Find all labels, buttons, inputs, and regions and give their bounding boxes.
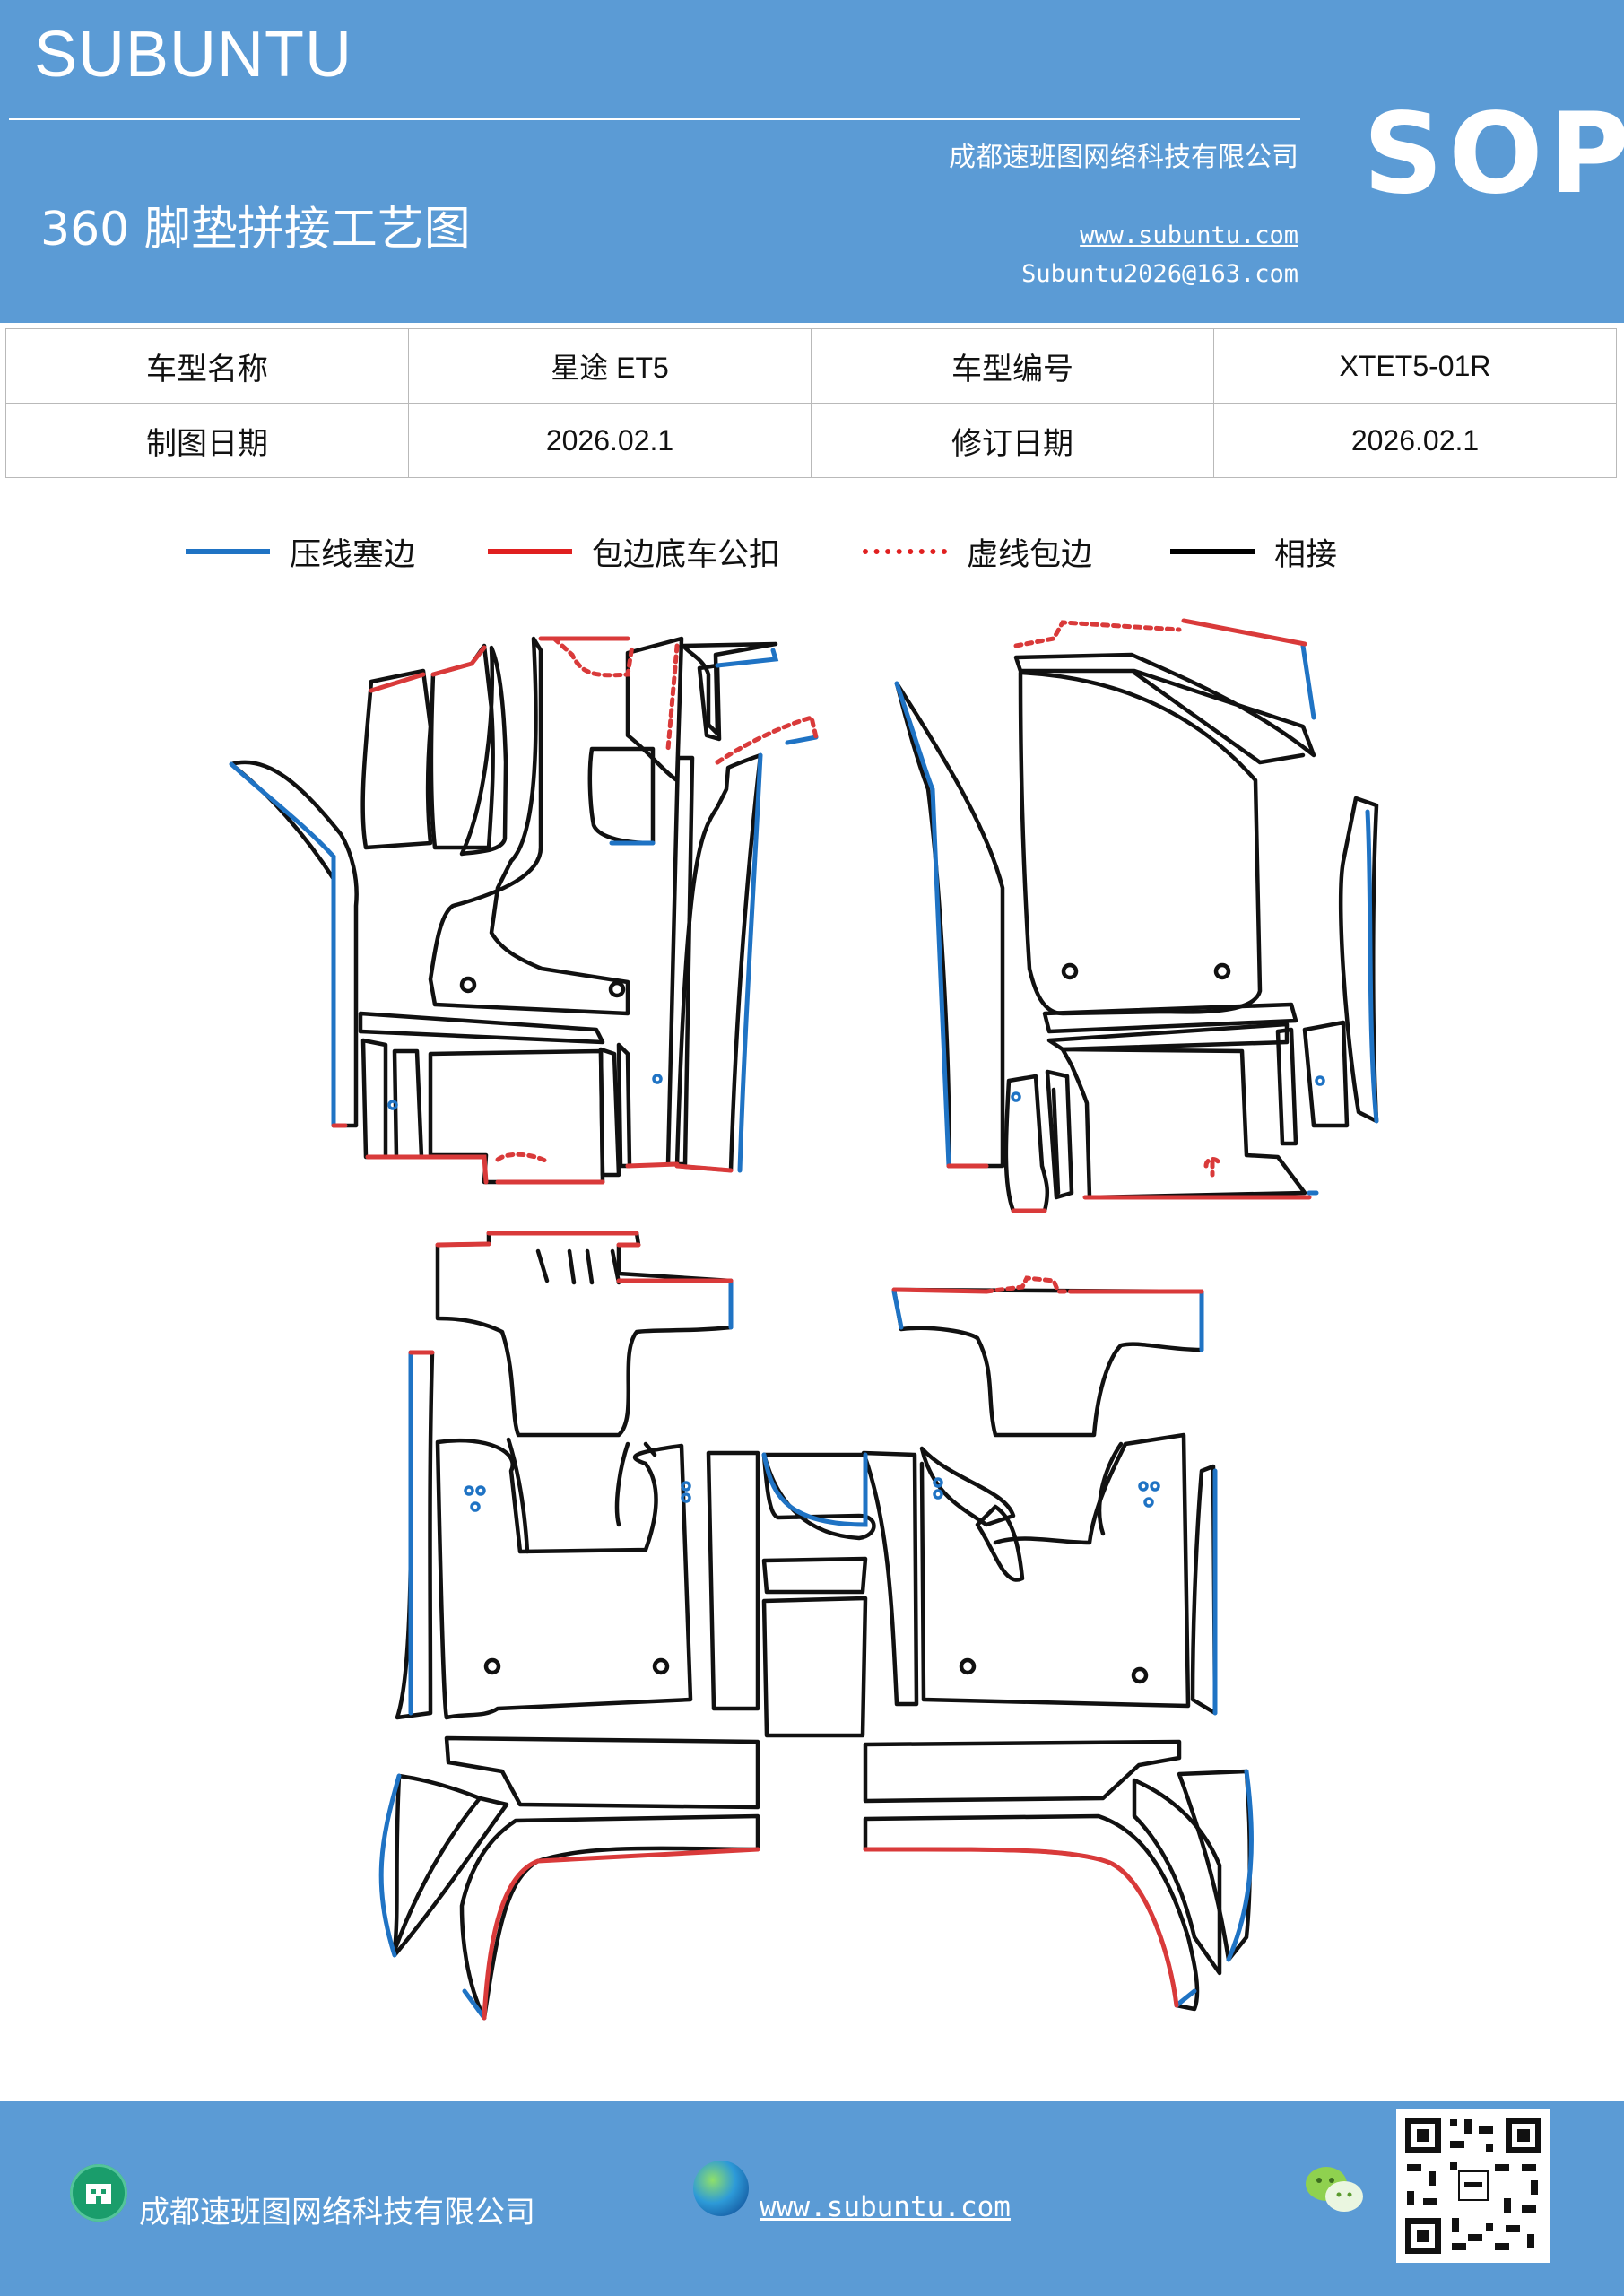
document-title: 360 脚垫拼接工艺图: [40, 203, 471, 257]
legend-item: 压线塞边: [186, 525, 415, 578]
red-edges: [331, 618, 1312, 2021]
front-left-mat: [229, 636, 778, 1185]
table-cell: 车型编号: [811, 328, 1214, 404]
sop-badge: SOP: [1363, 90, 1624, 219]
footer-company-name: 成都速班图网络科技有限公司: [139, 2195, 535, 2231]
legend-swatch-black: [1170, 549, 1255, 554]
rear-left-mat: [392, 1231, 760, 2021]
legend-label: 相接: [1274, 536, 1338, 573]
brand-name: SUBUNTU: [34, 19, 353, 91]
table-cell: 制图日期: [5, 403, 409, 478]
vehicle-info-table: 车型名称 星途 ET5 车型编号 XTET5-01R 制图日期 2026.02.…: [5, 328, 1617, 478]
legend-item: 包边底车公扣: [488, 525, 780, 578]
floor-mat-drawing: [229, 618, 1379, 2021]
building-icon-glyph: [86, 2184, 111, 2204]
building-icon: [70, 2164, 127, 2222]
email-address: Subuntu2026@163.com: [1021, 260, 1298, 288]
legend-label: 虚线包边: [967, 536, 1093, 573]
table-row: 车型名称 星途 ET5 车型编号 XTET5-01R: [5, 328, 1617, 404]
red-dotted-edges: [495, 620, 1222, 1294]
company-name: 成都速班图网络科技有限公司: [949, 142, 1298, 173]
legend-swatch-red-dotted: [863, 549, 947, 554]
legend-item: 虚线包边: [863, 525, 1092, 578]
header-divider: [9, 118, 1300, 120]
wechat-icon[interactable]: [1303, 2162, 1366, 2218]
legend-label: 包边底车公扣: [592, 536, 781, 573]
table-cell: 2026.02.1: [1213, 403, 1617, 478]
footer-bar: 成都速班图网络科技有限公司 www.subuntu.com: [0, 2101, 1624, 2296]
website-link[interactable]: www.subuntu.com: [1080, 222, 1298, 249]
front-right-mat: [894, 652, 1379, 1213]
legend-swatch-red: [488, 549, 572, 554]
table-cell: 车型名称: [5, 328, 409, 404]
legend-swatch-blue: [186, 549, 270, 554]
qr-code: [1396, 2109, 1550, 2263]
table-cell: XTET5-01R: [1213, 328, 1617, 404]
table-row: 制图日期 2026.02.1 修订日期 2026.02.1: [5, 403, 1617, 478]
legend-label: 压线塞边: [290, 536, 416, 573]
clip-dots: [387, 1074, 1325, 1512]
table-cell: 修订日期: [811, 403, 1214, 478]
header-banner: SUBUNTU 成都速班图网络科技有限公司 360 脚垫拼接工艺图 www.su…: [0, 0, 1624, 323]
globe-icon: [693, 2161, 749, 2216]
line-legend: 压线塞边 包边底车公扣 虚线包边 相接: [0, 525, 1624, 578]
table-cell: 2026.02.1: [408, 403, 812, 478]
table-cell: 星途 ET5: [408, 328, 812, 404]
rear-right-mat: [861, 1287, 1252, 2012]
blue-edges: [229, 643, 1379, 2021]
legend-item: 相接: [1170, 525, 1337, 578]
footer-website-link[interactable]: www.subuntu.com: [760, 2191, 1011, 2223]
